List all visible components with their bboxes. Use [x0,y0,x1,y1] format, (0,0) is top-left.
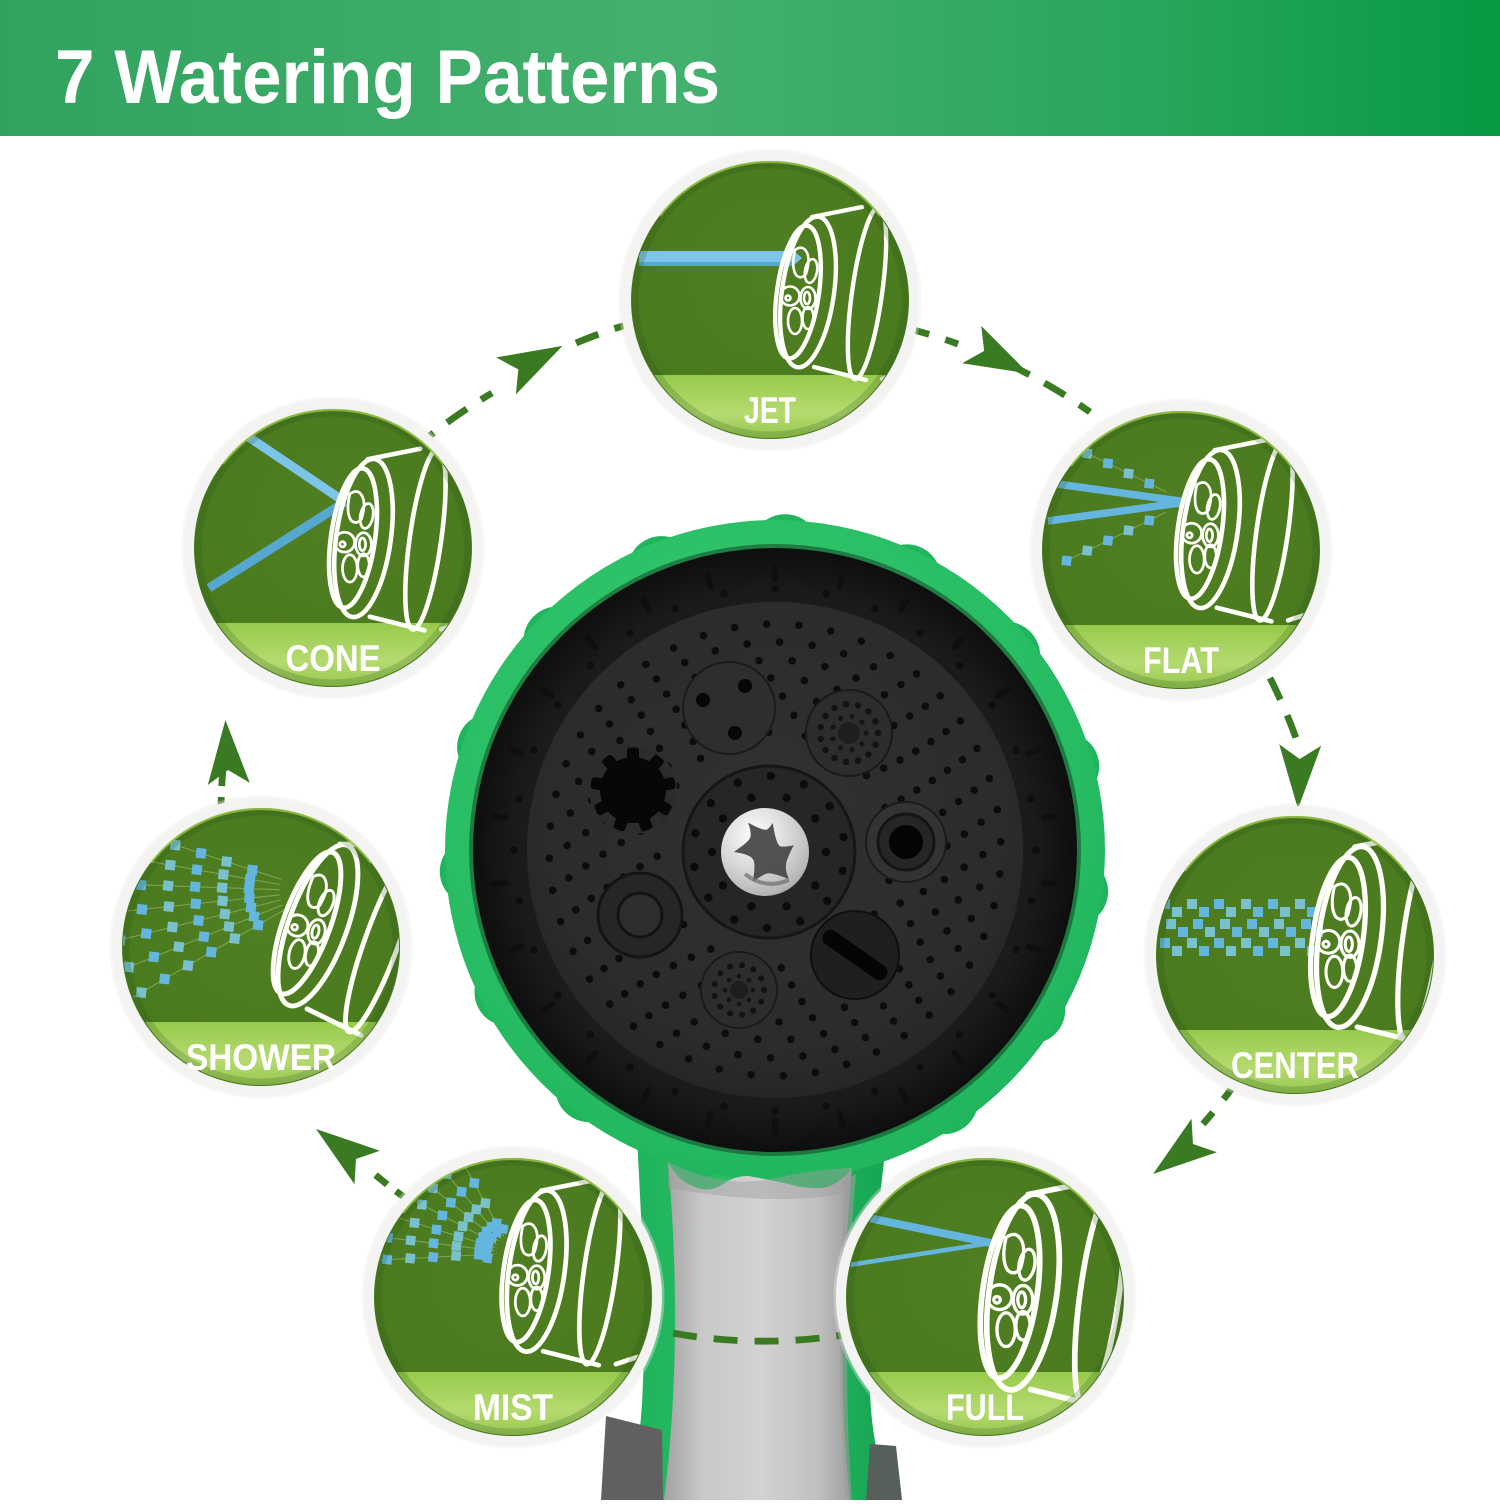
svg-text:7 Watering Patterns: 7 Watering Patterns [55,35,720,120]
svg-text:FLAT: FLAT [1143,640,1219,681]
svg-text:SHOWER: SHOWER [186,1037,336,1078]
svg-text:FULL: FULL [946,1387,1024,1428]
svg-text:MIST: MIST [473,1387,553,1428]
svg-text:JET: JET [744,390,796,431]
svg-text:CENTER: CENTER [1231,1045,1359,1086]
svg-text:CONE: CONE [286,638,381,679]
